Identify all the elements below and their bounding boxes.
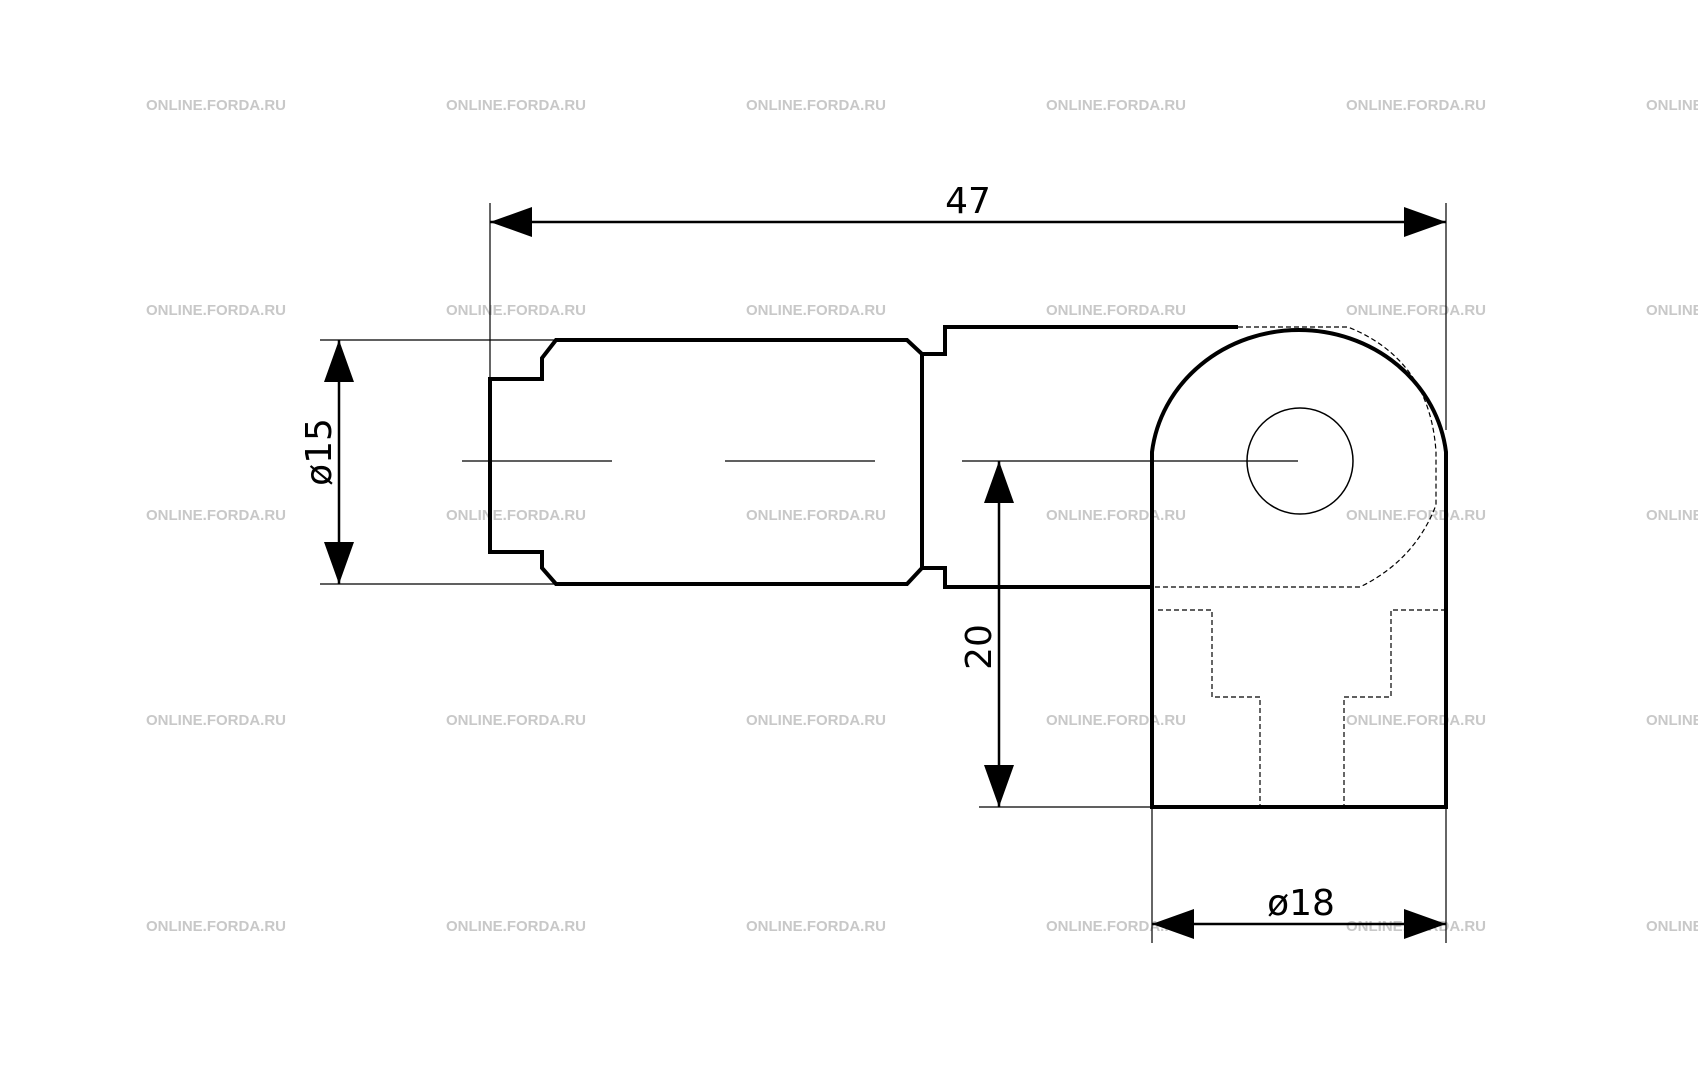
dimension-label-47: 47 bbox=[945, 181, 991, 222]
shaft-outline bbox=[488, 338, 924, 586]
watermark-text: ONLINE.FORDA.RU bbox=[1646, 97, 1698, 114]
watermark-text: ONLINE.FORDA.RU bbox=[446, 712, 586, 729]
watermark-text: ONLINE.FORDA.RU bbox=[1046, 712, 1186, 729]
watermark-text: ONLINE.FORDA.RU bbox=[446, 302, 586, 319]
watermark-text: ONLINE.FORDA.RU bbox=[146, 97, 286, 114]
watermark-text: ONLINE.FORDA.RU bbox=[746, 507, 886, 524]
watermark-text: ONLINE.FORDA.RU bbox=[1646, 507, 1698, 524]
watermark-text: ONLINE.FORDA.RU bbox=[446, 918, 586, 935]
watermark-text: ONLINE.FORDA.RU bbox=[1646, 302, 1698, 319]
watermark-text: ONLINE.FORDA.RU bbox=[1046, 97, 1186, 114]
watermark-text: ONLINE.FORDA.RU bbox=[746, 712, 886, 729]
dimension-shaft-diameter: ø15 bbox=[299, 339, 556, 585]
dimension-height: 20 bbox=[959, 461, 1152, 808]
watermark-text: ONLINE.FORDA.RU bbox=[1346, 507, 1486, 524]
watermark-text: ONLINE.FORDA.RU bbox=[1646, 712, 1698, 729]
head-outline bbox=[1150, 328, 1448, 809]
dimension-base-diameter: ø18 bbox=[1151, 807, 1447, 943]
watermark-text: ONLINE.FORDA.RU bbox=[746, 97, 886, 114]
watermark-text: ONLINE.FORDA.RU bbox=[446, 97, 586, 114]
watermark-text: ONLINE.FORDA.RU bbox=[1046, 918, 1186, 935]
watermark-text: ONLINE.FORDA.RU bbox=[1046, 507, 1186, 524]
dimension-label-d18: ø18 bbox=[1267, 883, 1335, 924]
watermark-text: ONLINE.FORDA.RU bbox=[146, 918, 286, 935]
watermark-text: ONLINE.FORDA.RU bbox=[446, 507, 586, 524]
dimension-overall-length: 47 bbox=[489, 181, 1447, 552]
dimension-label-d15: ø15 bbox=[299, 418, 340, 486]
watermark-text: ONLINE.FORDA.RU bbox=[146, 302, 286, 319]
watermark-text: ONLINE.FORDA.RU bbox=[146, 712, 286, 729]
watermark-text: ONLINE.FORDA.RU bbox=[746, 302, 886, 319]
watermark-text: ONLINE.FORDA.RU bbox=[146, 507, 286, 524]
dimension-label-20: 20 bbox=[959, 624, 1000, 670]
watermark-text: ONLINE.FORDA.RU bbox=[1346, 302, 1486, 319]
hidden-line-top bbox=[1152, 326, 1437, 588]
middle-block-outline bbox=[922, 325, 1238, 589]
watermark-text: ONLINE.FORDA.RU bbox=[1346, 97, 1486, 114]
watermark-text: ONLINE.FORDA.RU bbox=[746, 918, 886, 935]
watermark-text: ONLINE.FORDA.RU bbox=[1046, 302, 1186, 319]
hidden-line-slot bbox=[1158, 609, 1446, 805]
watermark-text: ONLINE.FORDA.RU bbox=[1646, 918, 1698, 935]
watermark-text: ONLINE.FORDA.RU bbox=[1346, 712, 1486, 729]
